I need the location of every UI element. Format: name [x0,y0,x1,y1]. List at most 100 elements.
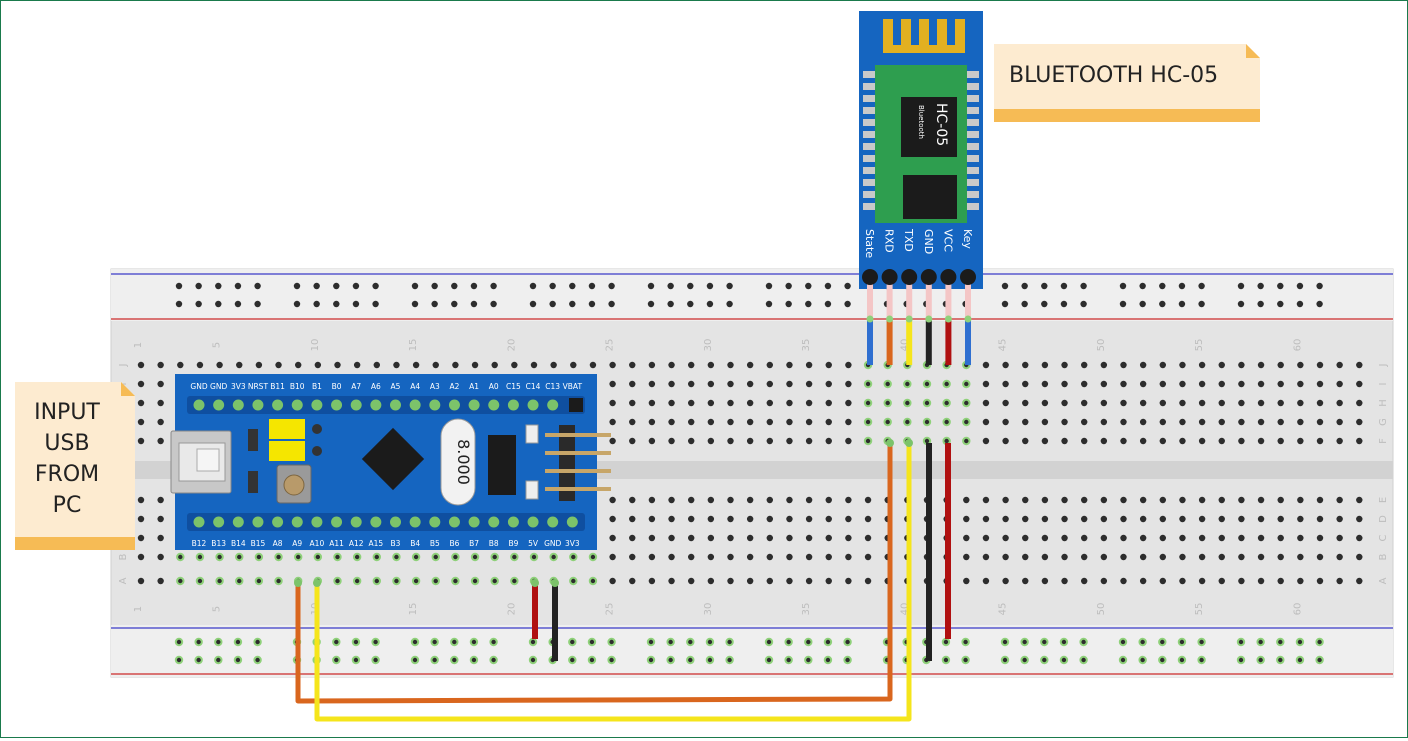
breadboard-hole [1002,534,1009,542]
breadboard-hole [1159,418,1167,426]
rail-hole [1040,637,1049,647]
rail-hole [1001,282,1009,290]
row-letter: A [118,577,129,584]
breadboard-hole [1139,437,1147,445]
breadboard-hole [1139,534,1147,542]
rail-hole [175,300,183,308]
bluetooth-note-bar [994,109,1260,122]
breadboard-hole [1100,534,1108,542]
breadboard-hole [1218,437,1225,445]
breadboard-hole [629,418,636,426]
rail-hole [1060,282,1068,290]
column-number: 30 [703,339,714,352]
breadboard-hole [1316,418,1324,426]
rail-hole [233,637,243,647]
stm32-pin [272,399,284,411]
stm32-pin-label: A11 [329,539,344,548]
breadboard-hole [1061,534,1068,542]
rail-hole [961,655,970,665]
breadboard-hole [1139,418,1147,426]
rail-hole [371,637,380,647]
hc05-pin-header [862,269,878,285]
breadboard-hole [274,552,283,562]
breadboard-hole [1061,361,1068,369]
rail-hole [1296,282,1304,290]
rail-hole [1000,637,1010,647]
breadboard-hole [727,515,734,523]
hc05-wire [886,319,893,365]
breadboard-hole [707,380,715,388]
stm32-pin-label: NRST [248,382,269,391]
breadboard-hole [707,437,715,445]
wire-end-dots [294,439,913,587]
rail-hole [195,282,202,290]
stm32-pin-label: A3 [430,382,440,391]
breadboard-hole [157,361,164,369]
rail-hole [1198,300,1205,308]
rail-hole [1138,655,1147,665]
bluetooth-note: BLUETOOTH HC-05 [994,44,1260,122]
rail-hole [686,655,695,665]
breadboard-hole [1238,515,1245,523]
breadboard-hole [766,399,773,407]
rail-hole [764,637,774,647]
breadboard-hole [216,361,223,369]
breadboard-hole [1356,515,1363,523]
rail-hole [1315,655,1324,665]
breadboard-hole [1179,534,1186,542]
breadboard-hole [845,577,852,585]
bluetooth-note-paper [994,44,1260,109]
breadboard-hole [982,418,990,426]
rail-hole [549,300,556,308]
breadboard-hole [1316,534,1324,542]
breadboard-hole [1120,361,1127,369]
rail-hole [372,282,379,290]
stm32-pin-label: A8 [273,539,283,548]
breadboard-hole [195,576,205,586]
rail-hole [233,655,243,665]
rail-hole [293,300,301,308]
breadboard-hole [688,553,695,561]
breadboard-hole [255,361,263,369]
breadboard-hole [668,380,675,388]
breadboard-hole [373,361,380,369]
breadboard-hole [372,552,381,562]
usb-note-paper [15,382,135,537]
breadboard-hole [1257,515,1265,523]
breadboard-hole [392,576,401,586]
rail-hole [844,300,851,308]
breadboard-hole [786,553,793,561]
stm32-pin [566,516,578,528]
breadboard-hole [1297,515,1304,523]
stm32-pin [429,399,441,411]
breadboard-hole [392,552,401,562]
stm32-pin [252,399,264,411]
breadboard-hole [963,534,970,542]
breadboard-hole [746,361,754,369]
rail-hole [410,655,420,665]
usb-note-line-3: FROM [35,462,99,487]
breadboard-hole [1081,361,1088,369]
stm32-pin-label: C13 [545,382,560,391]
breadboard-hole [1120,496,1127,504]
rail-hole [666,637,675,647]
rail-hole [332,637,341,647]
breadboard-hole [766,534,773,542]
voltage-regulator [488,435,516,495]
breadboard-hole [1356,437,1363,445]
hc05-pad [863,71,875,78]
stm32-pin [213,399,225,411]
rail-hole [568,655,577,665]
breadboard-hole [1198,361,1206,369]
stm32-pin [448,516,460,528]
breadboard-hole [137,534,145,542]
rail-hole [1020,655,1029,665]
stm32-pin [272,516,284,528]
rail-hole [1295,637,1305,647]
breadboard-hole [1238,399,1245,407]
hc05-pin-label: GND [922,229,935,254]
breadboard-hole [569,576,578,586]
breadboard-hole [805,553,813,561]
